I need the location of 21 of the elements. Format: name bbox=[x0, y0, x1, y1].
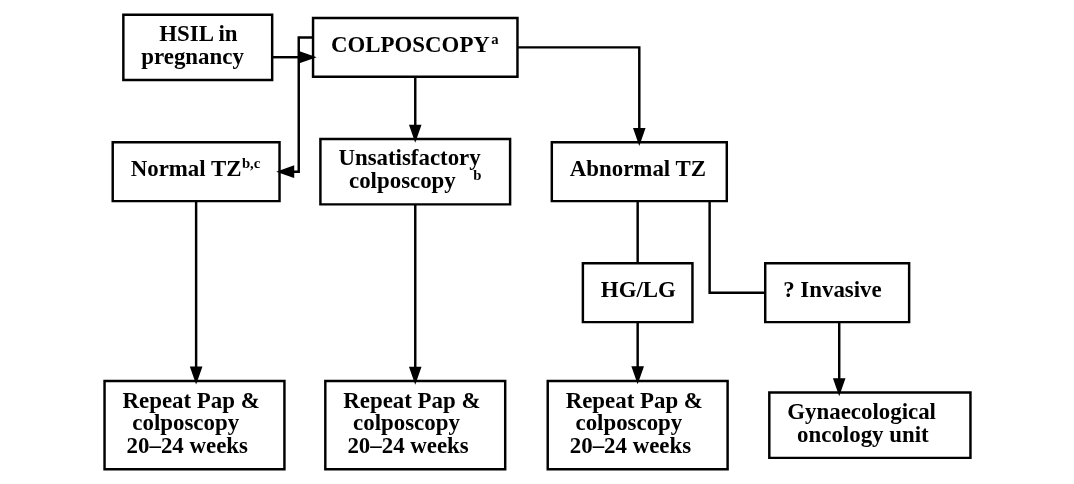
arrow bbox=[408, 76, 422, 143]
connector bbox=[635, 201, 639, 264]
arrow bbox=[272, 50, 317, 64]
node-box: Repeat Pap & colposcopy 20–24 weeks bbox=[323, 379, 506, 471]
node-box: Normal TZ$^{b,c}$ bbox=[111, 141, 281, 203]
arrow bbox=[630, 322, 644, 385]
node-box: Repeat Pap & colposcopy 20–24 weeks bbox=[102, 379, 286, 471]
arrow bbox=[275, 36, 313, 178]
arrow bbox=[832, 322, 846, 397]
connector bbox=[707, 201, 765, 294]
node-box: Gynaecological oncology unit bbox=[767, 391, 972, 460]
node-box: Unsatisfactory colposcopy$^{b}$ bbox=[318, 137, 511, 206]
arrow bbox=[517, 46, 646, 146]
node-box: Repeat Pap & colposcopy 20–24 weeks bbox=[546, 379, 729, 471]
arrow bbox=[189, 201, 202, 385]
node-box: Abnormal TZ bbox=[550, 141, 728, 203]
arrow bbox=[408, 204, 422, 385]
node-box: HG/LG bbox=[581, 262, 694, 324]
node-box: ? Invasive bbox=[763, 262, 910, 324]
node-box: COLPOSCOPY$^{a}$ bbox=[311, 16, 519, 79]
node-box: HSIL in pregnancy bbox=[121, 13, 273, 82]
